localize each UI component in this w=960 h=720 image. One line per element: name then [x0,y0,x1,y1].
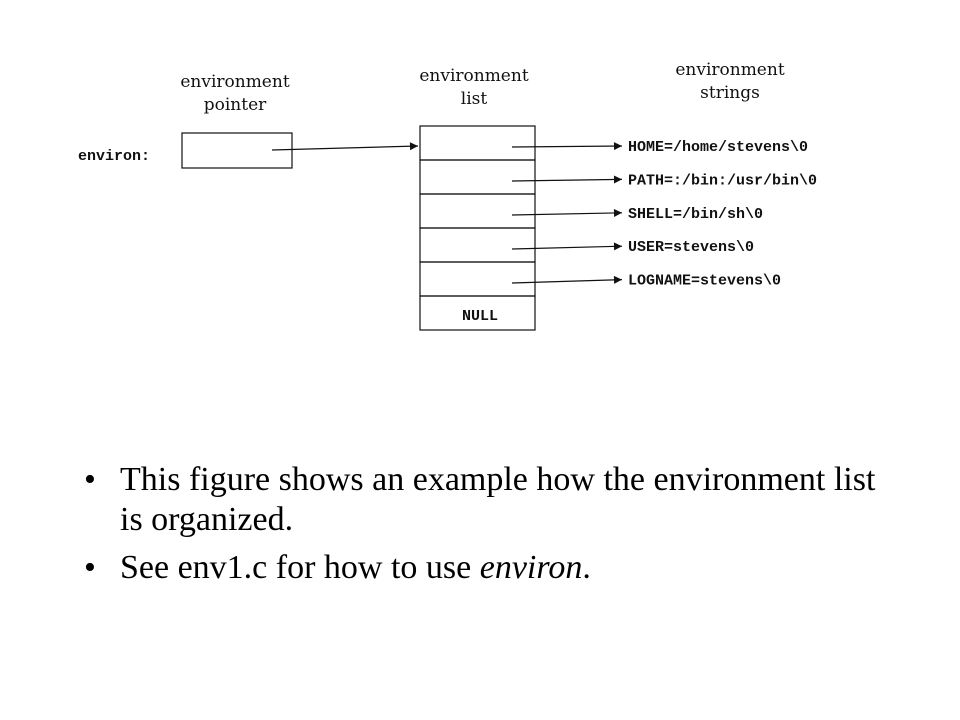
header-strings-line1: environment [675,60,784,80]
bullet-marker: • [84,461,96,498]
list-cell [419,159,536,195]
bullet-marker: • [84,549,96,586]
header-list-line2: list [461,89,488,109]
bullet-text-2-emphasis: environ [479,549,583,586]
list-entry-arrow [511,275,623,284]
bullet-text-1: This figure shows an example how the env… [120,461,876,538]
environment-string: SHELL=/bin/sh\0 [628,206,763,223]
bullet-text-2-prefix: See env1.c for how to use [120,549,480,586]
environ-label: environ: [78,148,150,165]
environment-string: USER=stevens\0 [628,239,754,256]
environment-list-diagram: environment pointer environment list env… [78,60,817,331]
null-label: NULL [462,308,498,325]
bullet-list: • This figure shows an example how the e… [84,460,904,596]
environment-string: PATH=:/bin:/usr/bin\0 [628,172,817,189]
environ-to-list-arrow [271,142,419,151]
bullet-item-2: • See env1.c for how to use environ. [84,548,904,588]
header-strings-line2: strings [700,83,760,103]
environment-list-cells [419,125,536,331]
list-cell-null [419,295,536,331]
list-cell [419,261,536,297]
bullet-item-1: • This figure shows an example how the e… [84,460,904,540]
environment-strings: HOME=/home/stevens\0PATH=:/bin:/usr/bin\… [628,139,817,290]
environment-string: LOGNAME=stevens\0 [628,273,781,290]
bullet-text-2-suffix: . [582,549,591,586]
environment-list-arrows [511,142,623,284]
list-cell [419,227,536,263]
header-pointer-line1: environment [180,72,289,92]
environ-pointer-box [181,132,293,169]
list-entry-arrow [511,142,623,151]
header-list-line1: environment [419,66,528,86]
list-entry-arrow [511,208,623,217]
list-entry-arrow [511,242,623,251]
list-cell [419,125,536,161]
list-entry-arrow [511,175,623,184]
header-pointer-line2: pointer [204,95,267,115]
environment-string: HOME=/home/stevens\0 [628,139,808,156]
list-cell [419,193,536,229]
